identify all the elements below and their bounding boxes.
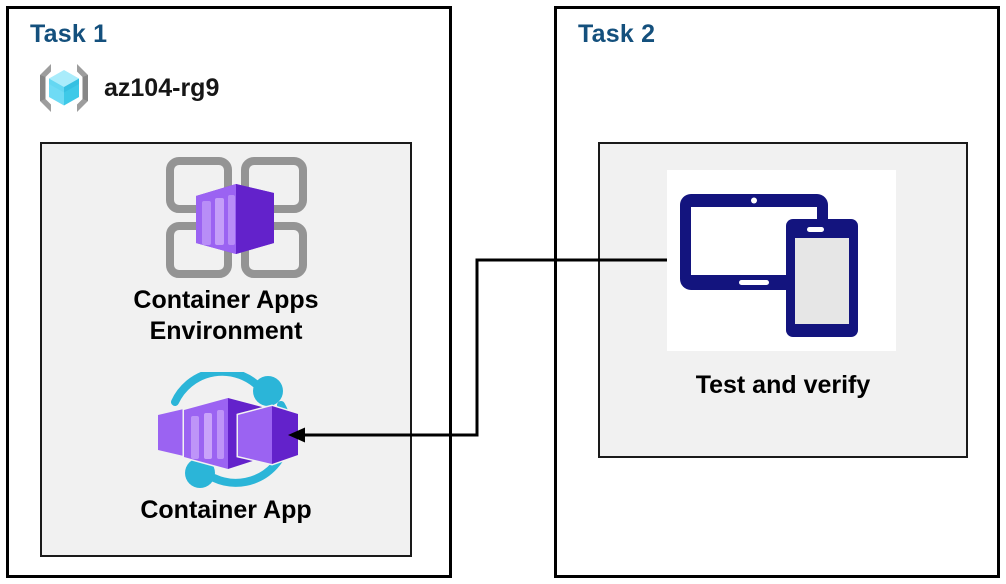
container-app-icon bbox=[150, 367, 325, 492]
resource-group-name: az104-rg9 bbox=[104, 73, 220, 102]
container-apps-environment-icon bbox=[164, 155, 309, 280]
tablet-and-phone-icon bbox=[676, 190, 888, 340]
container-apps-environment-label: Container Apps Environment bbox=[133, 286, 319, 345]
resource-group-header: az104-rg9 bbox=[34, 58, 219, 118]
resource-group-icon bbox=[34, 58, 94, 118]
task-1-title: Task 1 bbox=[30, 20, 108, 48]
container-app-label: Container App bbox=[140, 496, 312, 524]
task-2-title: Task 2 bbox=[578, 20, 656, 48]
test-and-verify-label: Test and verify bbox=[695, 371, 871, 399]
